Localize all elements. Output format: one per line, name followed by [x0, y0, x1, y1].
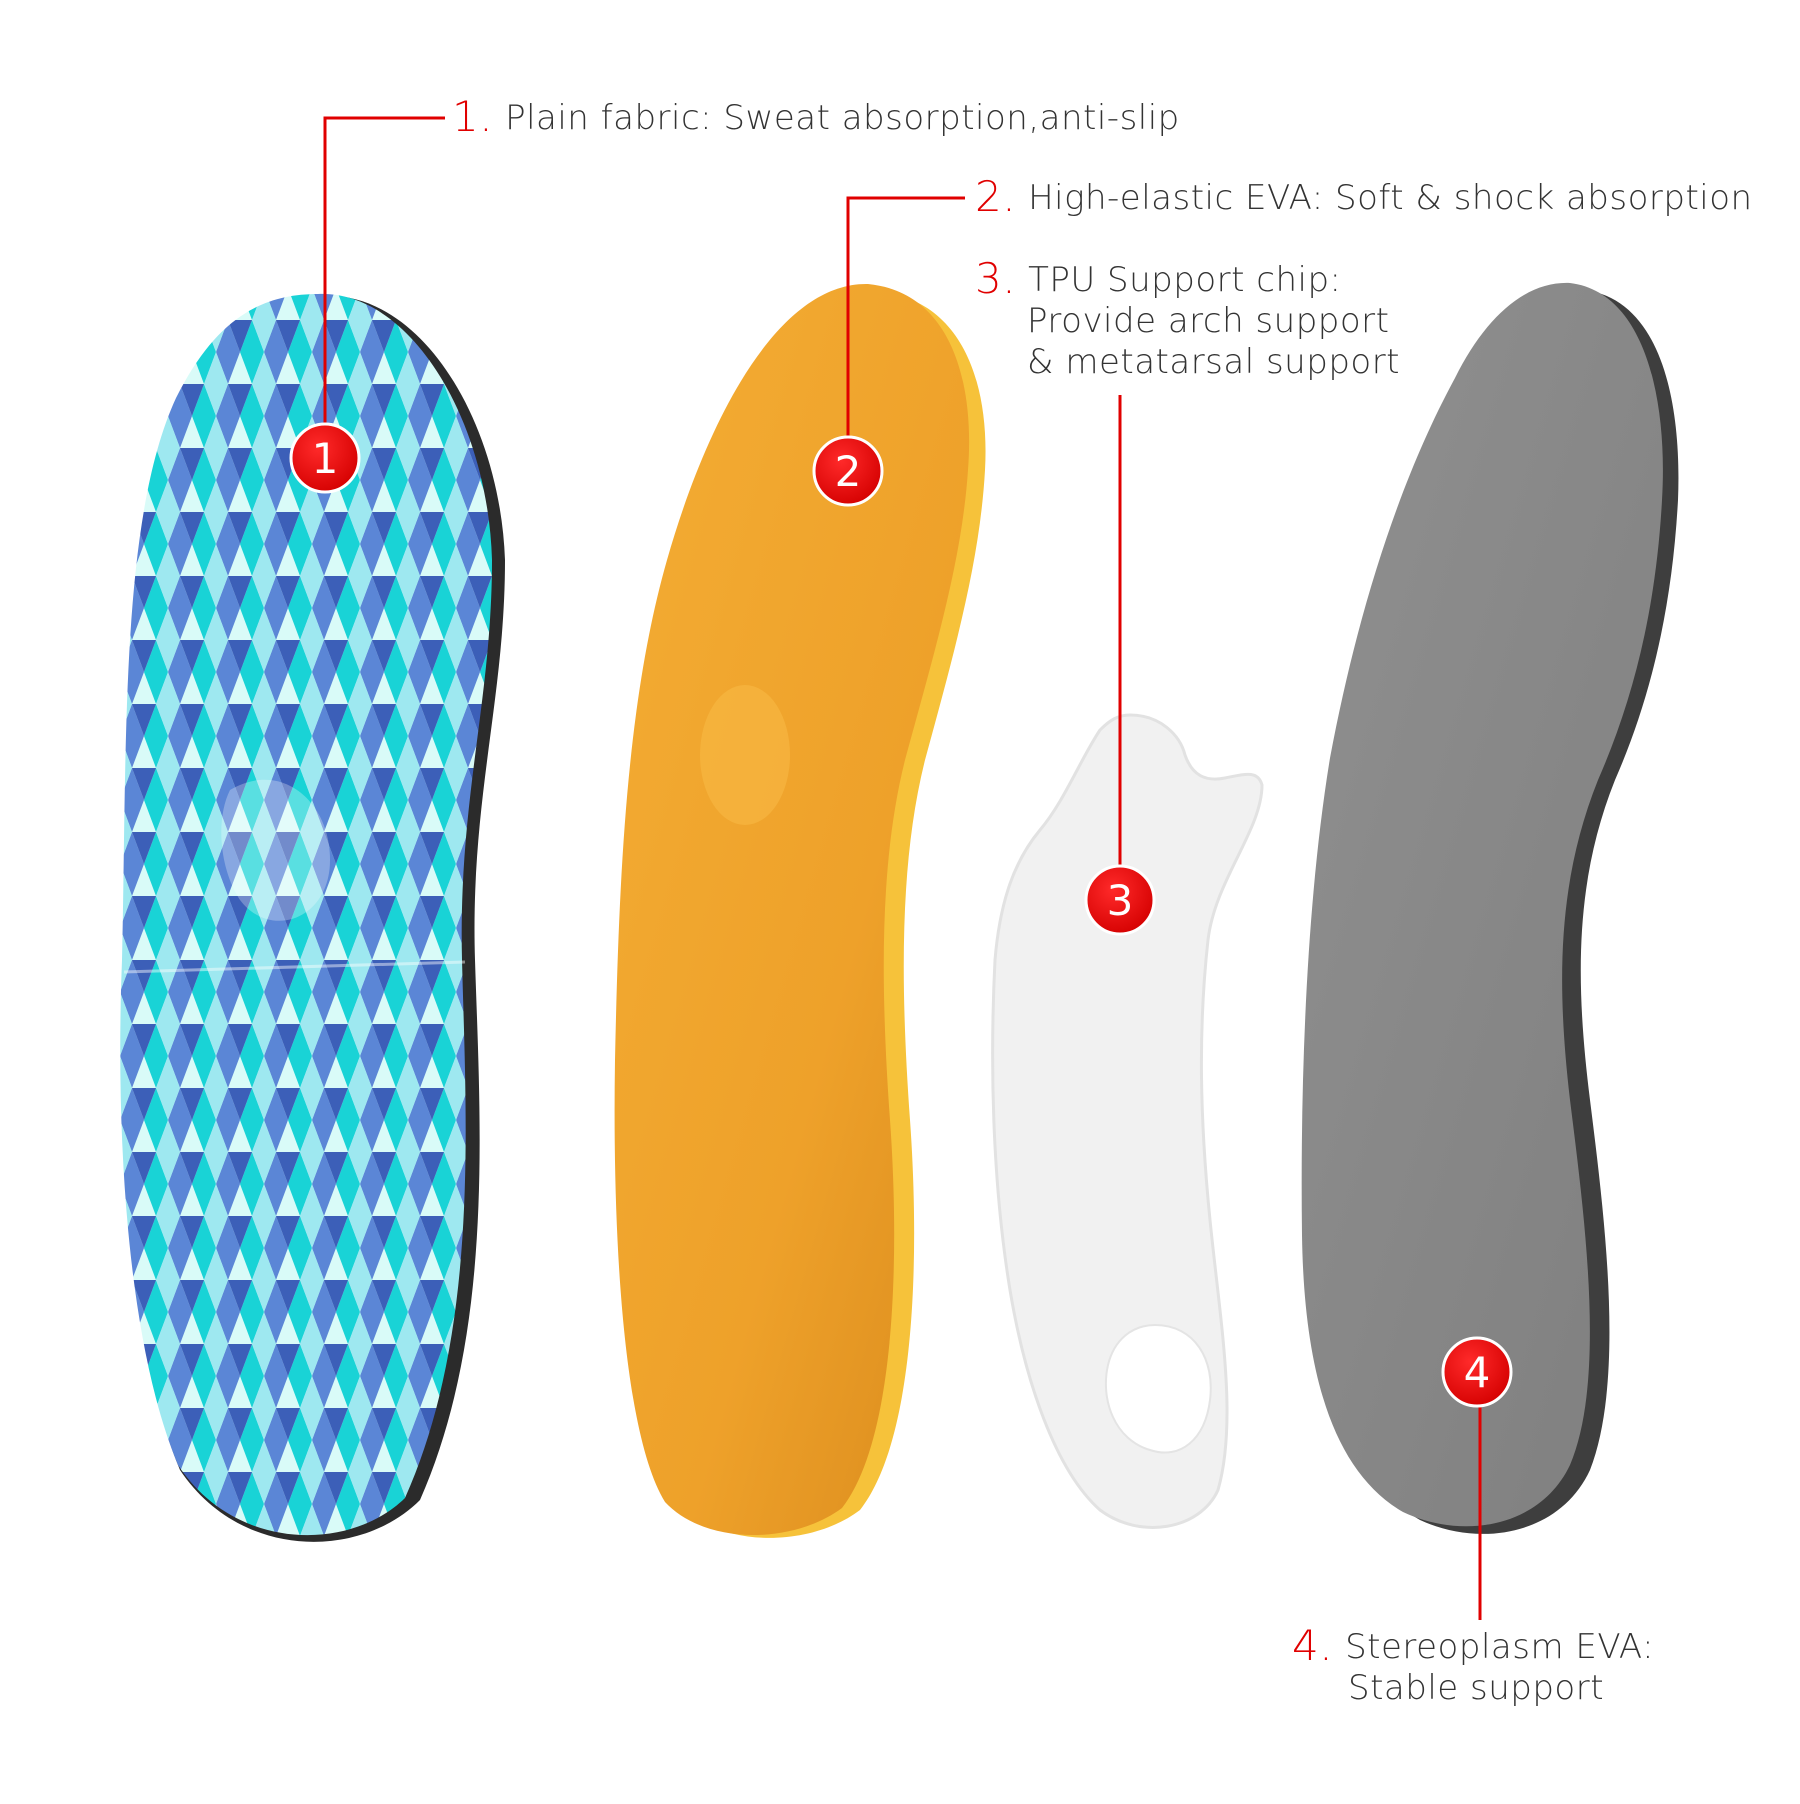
fabric-seam: [123, 960, 466, 974]
eva-arch-highlight: [700, 685, 790, 825]
callout-4-number: 4.: [1292, 1621, 1334, 1670]
marker-4: 4: [1441, 1336, 1513, 1408]
marker-2: 2: [812, 435, 884, 507]
leader-lines: [323, 116, 1482, 1620]
eva-insole-top: [614, 283, 970, 1536]
callout-1: 1.Plain fabric: Sweat absorption,anti-sl…: [452, 96, 1180, 139]
callout-1-text: Plain fabric: Sweat absorption,anti-slip: [505, 98, 1180, 138]
fabric-insole-top: [120, 293, 492, 1536]
marker-3: 3: [1084, 864, 1156, 936]
callout-3: 3.TPU Support chip: Provide arch support…: [975, 258, 1400, 383]
leader-line-1: [323, 116, 445, 455]
marker-3-number: 3: [1107, 876, 1134, 925]
callout-4: 4.Stereoplasm EVA: Stable support: [1292, 1625, 1654, 1709]
marker-1: 1: [289, 422, 361, 494]
callout-1-number: 1.: [452, 92, 494, 141]
marker-1-number: 1: [312, 434, 339, 483]
tpu-chip: [991, 713, 1264, 1529]
eva-insole: [614, 283, 986, 1538]
callout-4-line-1: Stereoplasm EVA:: [1345, 1627, 1655, 1667]
callout-2: 2.High-elastic EVA: Soft & shock absorpt…: [975, 176, 1753, 219]
callout-4-line-2: Stable support: [1348, 1668, 1605, 1708]
tpu-chip-hole: [1104, 1323, 1212, 1454]
callout-3-line-1: TPU Support chip:: [1028, 260, 1342, 300]
fabric-insole: [120, 293, 505, 1542]
fabric-arch-shading: [221, 779, 330, 921]
stereoplasm-base: [1301, 282, 1679, 1534]
leader-line-2: [846, 196, 965, 470]
callout-2-number: 2.: [975, 172, 1017, 221]
marker-2-number: 2: [835, 447, 862, 496]
marker-4-number: 4: [1464, 1348, 1491, 1397]
callout-3-line-3: & metatarsal support: [1027, 342, 1401, 382]
base-top: [1301, 282, 1663, 1527]
callout-3-number: 3.: [975, 254, 1017, 303]
callout-3-line-2: Provide arch support: [1027, 301, 1390, 341]
tpu-chip-body: [991, 713, 1264, 1529]
callout-2-text: High-elastic EVA: Soft & shock absorptio…: [1028, 178, 1753, 218]
